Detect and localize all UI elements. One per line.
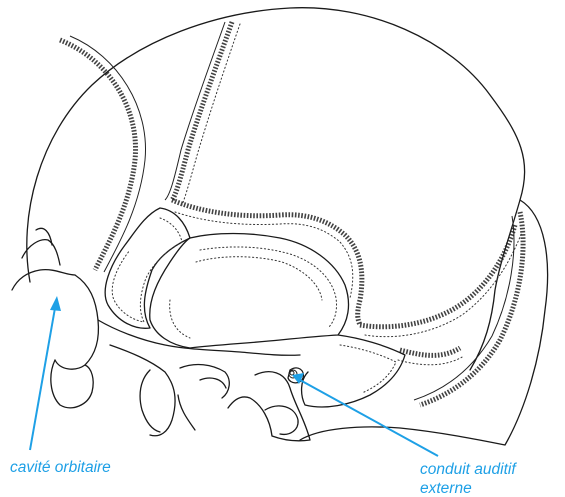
ear-leader-line [300,380,438,456]
ear-label-line2: externe [420,480,472,497]
orbit-label: cavité orbitaire [10,459,111,476]
orbit-arrowhead [50,296,61,311]
ear-label-line1: conduit auditif [420,461,517,478]
annotation-orbit: cavité orbitaire [10,296,111,476]
temporal-region [105,208,405,441]
annotation-ear-canal: conduit auditif externe [292,373,517,497]
cranial-sutures [60,22,523,405]
